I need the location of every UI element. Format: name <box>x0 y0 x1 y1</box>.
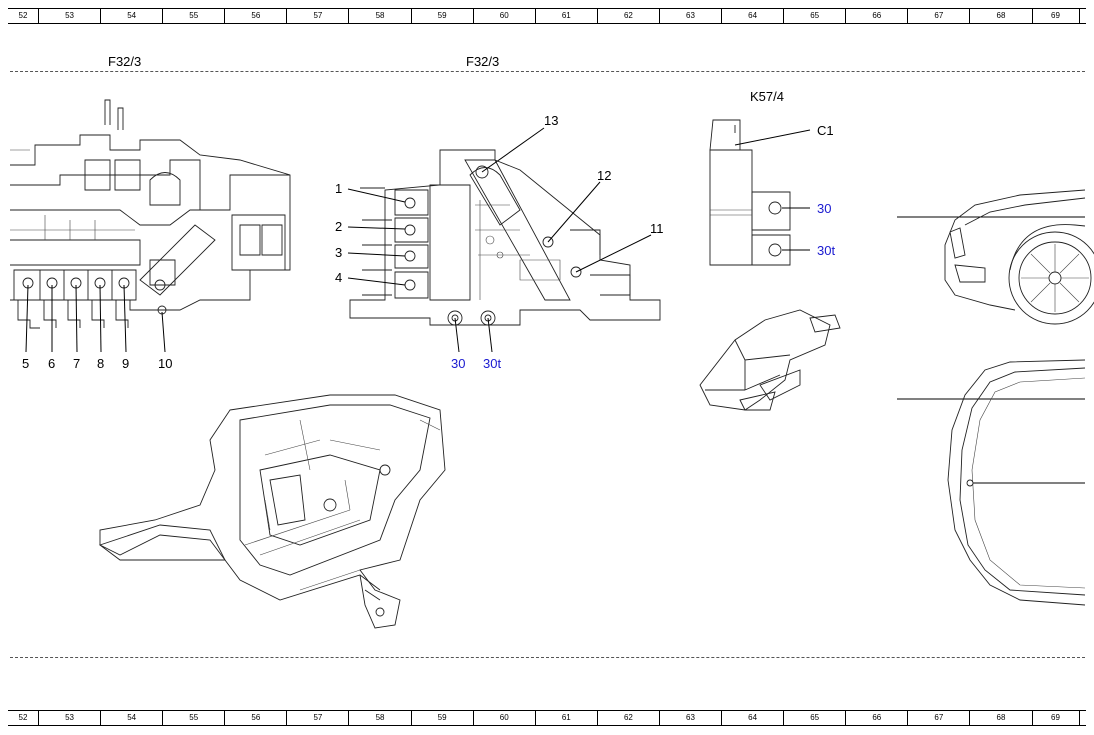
ruler-cell: 62 <box>596 9 659 23</box>
relay-drawing <box>699 119 841 411</box>
terminal-label: 30t <box>817 243 836 258</box>
ruler-cell: 55 <box>162 711 224 725</box>
ruler-cell: 54 <box>100 9 162 23</box>
ruler-cell: 53 <box>38 711 100 725</box>
ruler-cell: 63 <box>658 9 721 23</box>
fuse-number: 8 <box>97 356 105 371</box>
ruler-cell: 54 <box>100 711 162 725</box>
left-leader-lines <box>25 284 166 353</box>
fuse-number: 12 <box>597 168 612 183</box>
left-component-title: F32/3 <box>108 54 142 69</box>
ruler-cell: 55 <box>162 9 224 23</box>
ruler-cell: 67 <box>907 711 969 725</box>
ruler-cell: 67 <box>907 9 969 23</box>
relay-leader-lines <box>734 129 811 251</box>
ruler-cell: 69 <box>1031 9 1080 23</box>
fuse-number: 10 <box>158 356 173 371</box>
ruler-cell: 66 <box>845 711 907 725</box>
ruler-cell: 56 <box>224 9 286 23</box>
ruler-cell: 56 <box>224 711 286 725</box>
terminal-label: 30t <box>483 356 502 371</box>
section-divider-top <box>10 71 1085 72</box>
ruler-cell: 64 <box>721 711 783 725</box>
ruler-cell: 60 <box>472 9 535 23</box>
vehicle-location-drawing <box>897 189 1094 606</box>
ruler-cell: 62 <box>596 711 659 725</box>
ruler-cell: 68 <box>969 9 1031 23</box>
fuse-number: 13 <box>544 113 559 128</box>
ruler-cell: 52 <box>18 11 28 20</box>
connector-label: C1 <box>817 123 834 138</box>
fuse-number: 9 <box>122 356 130 371</box>
control-module-drawing <box>99 394 446 629</box>
ruler-cell: 59 <box>410 711 473 725</box>
terminal-label: 30 <box>817 201 832 216</box>
left-fuse-box-drawing <box>10 99 291 329</box>
middle-component-title: F32/3 <box>466 54 500 69</box>
fuse-number: 7 <box>73 356 81 371</box>
ruler-cell: 61 <box>534 711 597 725</box>
fuse-number: 3 <box>335 245 343 260</box>
fuse-number: 6 <box>48 356 56 371</box>
ruler-cell: 63 <box>658 711 721 725</box>
ruler-cell: 64 <box>721 9 783 23</box>
ruler-cell: 59 <box>410 9 473 23</box>
ruler-cell: 68 <box>969 711 1031 725</box>
fuse-number: 11 <box>650 221 664 236</box>
column-ruler-top: 52 53 54 55 56 57 58 59 60 61 62 63 64 6… <box>8 8 1086 24</box>
terminal-label: 30 <box>451 356 466 371</box>
column-ruler-bottom: 52 53 54 55 56 57 58 59 60 61 62 63 64 6… <box>8 710 1086 726</box>
fuse-number: 2 <box>335 219 343 234</box>
ruler-cell: 61 <box>534 9 597 23</box>
middle-leader-lines <box>347 127 652 353</box>
relay-title: K57/4 <box>750 89 784 104</box>
ruler-cell: 57 <box>286 9 348 23</box>
ruler-cell: 53 <box>38 9 100 23</box>
ruler-cell: 58 <box>348 9 410 23</box>
fuse-number: 1 <box>335 181 343 196</box>
ruler-cell: 58 <box>348 711 410 725</box>
fuse-number: 5 <box>22 356 30 371</box>
fuse-number: 4 <box>335 270 343 285</box>
middle-fuse-box-drawing <box>349 149 661 326</box>
ruler-cell: 65 <box>783 711 845 725</box>
ruler-cell: 65 <box>783 9 845 23</box>
ruler-cell: 66 <box>845 9 907 23</box>
ruler-cell: 69 <box>1031 711 1080 725</box>
ruler-cell: 60 <box>472 711 535 725</box>
ruler-cell: 52 <box>18 713 28 722</box>
section-divider-bottom <box>10 657 1085 658</box>
ruler-cell: 57 <box>286 711 348 725</box>
